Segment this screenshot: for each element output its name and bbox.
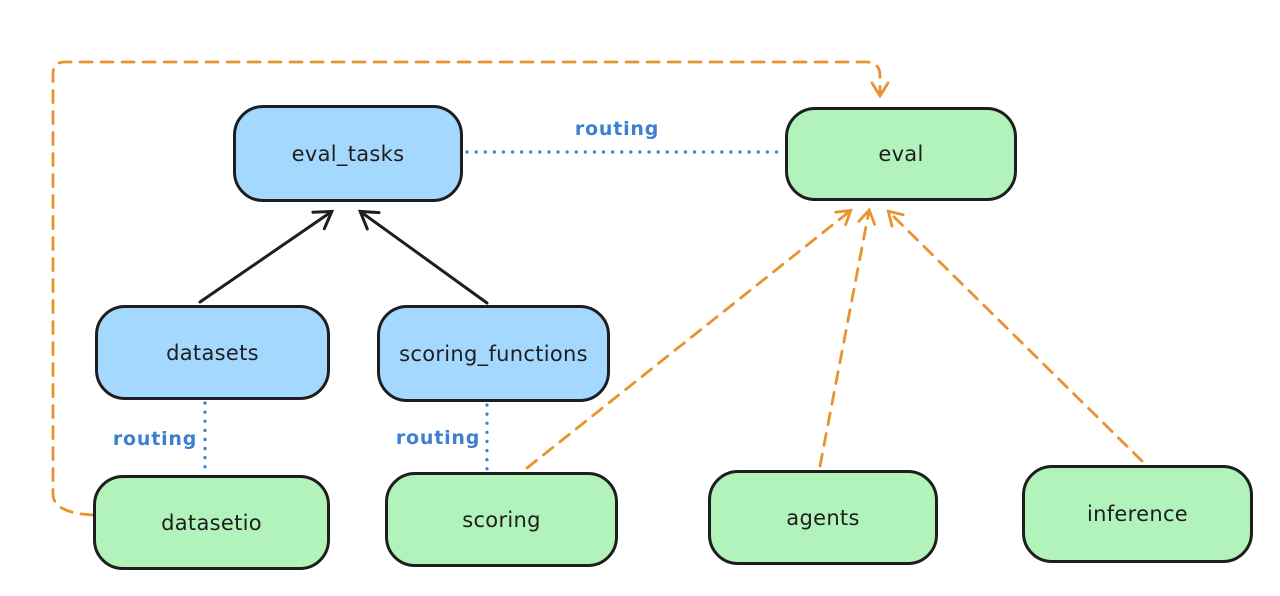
node-scoring-functions: scoring_functions: [377, 305, 610, 402]
routing-label-eval-tasks-eval: routing: [574, 118, 660, 140]
node-inference-label: inference: [1086, 502, 1189, 526]
edge-scoring-functions-to-eval-tasks: [357, 209, 489, 305]
node-datasets-label: datasets: [166, 340, 259, 365]
node-scoring: scoring: [385, 472, 618, 567]
node-datasetio: datasetio: [93, 475, 330, 570]
node-eval: eval: [785, 107, 1017, 201]
node-eval-tasks: eval_tasks: [233, 105, 463, 202]
node-scoring-label: scoring: [462, 507, 541, 532]
node-agents-label: agents: [786, 505, 860, 530]
edge-inference-to-eval: [886, 209, 1144, 463]
node-eval-label: eval: [878, 142, 924, 166]
node-agents: agents: [708, 470, 938, 565]
node-eval-tasks-label: eval_tasks: [291, 141, 405, 166]
node-inference: inference: [1022, 465, 1253, 563]
edge-datasets-to-eval-tasks: [198, 209, 335, 304]
node-scoring-functions-label: scoring_functions: [399, 341, 588, 366]
routing-label-datasets-datasetio: routing: [112, 428, 198, 450]
node-datasetio-label: datasetio: [161, 510, 262, 535]
edge-agents-to-eval: [818, 207, 876, 468]
node-datasets: datasets: [95, 305, 330, 400]
routing-label-scoring-functions-scoring: routing: [395, 427, 481, 449]
